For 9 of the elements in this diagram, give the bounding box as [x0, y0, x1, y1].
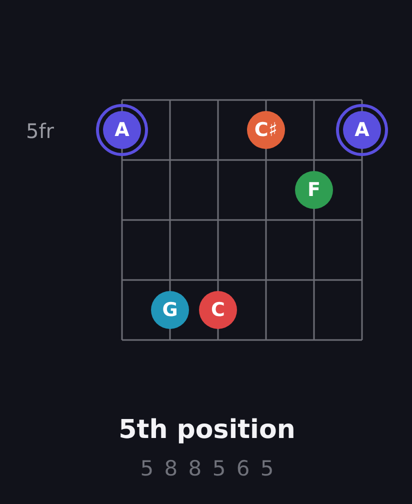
note-dot: F: [295, 171, 333, 209]
note-dot: G: [151, 291, 189, 329]
diagram-title: 5th position: [118, 417, 296, 443]
fingering-text: 5 8 8 5 6 5: [139, 458, 276, 480]
root-note-dot: A: [336, 104, 388, 156]
note-dot: C♯: [247, 111, 285, 149]
note-dot: C: [199, 291, 237, 329]
root-note-dot: A: [96, 104, 148, 156]
fret-number-label: 5fr: [26, 121, 54, 141]
